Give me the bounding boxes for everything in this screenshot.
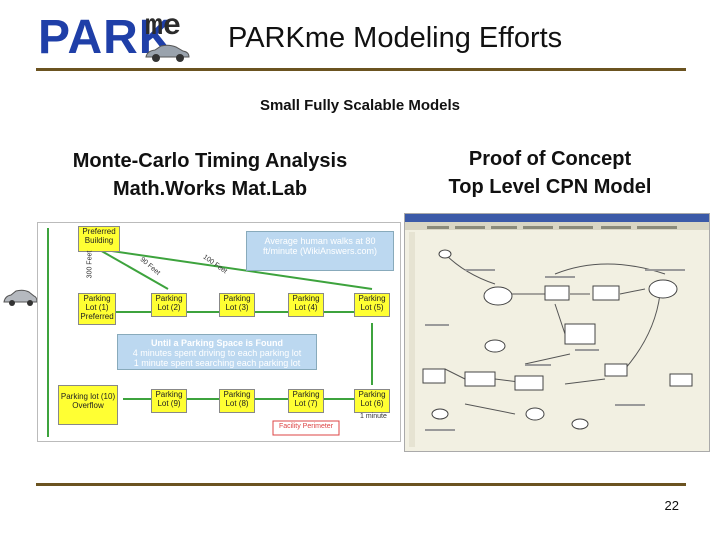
footer-rule	[36, 483, 686, 486]
parking-lot-2: Parking Lot (2)	[151, 293, 187, 317]
parking-lot-6: Parking Lot (6)	[354, 389, 390, 413]
left-heading-line1: Monte-Carlo Timing Analysis	[72, 150, 348, 172]
one-minute-label: 1 minute	[360, 413, 387, 420]
facility-perimeter-label: Facility Perimeter	[278, 423, 334, 430]
right-heading: Proof of Concept Top Level CPN Model	[400, 145, 700, 201]
left-heading: Monte-Carlo Timing Analysis Math.Works M…	[30, 147, 390, 203]
flowchart-arrows	[47, 228, 373, 437]
page-title: PARKme Modeling Efforts	[228, 22, 563, 54]
parking-lot-4: Parking Lot (4)	[288, 293, 324, 317]
until-found-line3: 1 minute spent searching each parking lo…	[133, 358, 301, 368]
right-heading-line1: Proof of Concept	[468, 148, 632, 170]
parking-lot-9: Parking Lot (9)	[151, 389, 187, 413]
subtitle: Small Fully Scalable Models	[259, 97, 461, 114]
page-number: 22	[664, 498, 679, 513]
right-heading-line2: Top Level CPN Model	[448, 176, 652, 198]
header-rule	[36, 68, 686, 71]
distance-300-label: 300 Feet	[86, 250, 94, 279]
car-logo-icon	[145, 44, 190, 62]
cpn-model-diagram	[405, 214, 709, 447]
parking-lot-5: Parking Lot (5)	[354, 293, 390, 317]
until-found-line2: 4 minutes spent driving to each parking …	[132, 348, 302, 358]
parking-flowchart: Preferred Building Average human walks a…	[37, 222, 401, 442]
logo-me-text: me	[145, 10, 182, 44]
parking-lot-7: Parking Lot (7)	[288, 389, 324, 413]
parking-lot-3: Parking Lot (3)	[219, 293, 255, 317]
until-found-line1: Until a Parking Space is Found	[150, 338, 284, 348]
cpn-model-screenshot	[404, 213, 710, 452]
left-heading-line2: Math.Works Mat.Lab	[112, 178, 308, 200]
parking-lot-10: Parking lot (10) Overflow	[58, 385, 118, 425]
preferred-building-box: Preferred Building	[78, 226, 120, 252]
walk-speed-note: Average human walks at 80 ft/minute (Wik…	[246, 231, 394, 271]
parking-lot-8: Parking Lot (8)	[219, 389, 255, 413]
parking-lot-1: Parking Lot (1) Preferred	[78, 293, 116, 325]
until-found-note: Until a Parking Space is Found 4 minutes…	[117, 334, 317, 370]
car-icon	[3, 289, 38, 306]
